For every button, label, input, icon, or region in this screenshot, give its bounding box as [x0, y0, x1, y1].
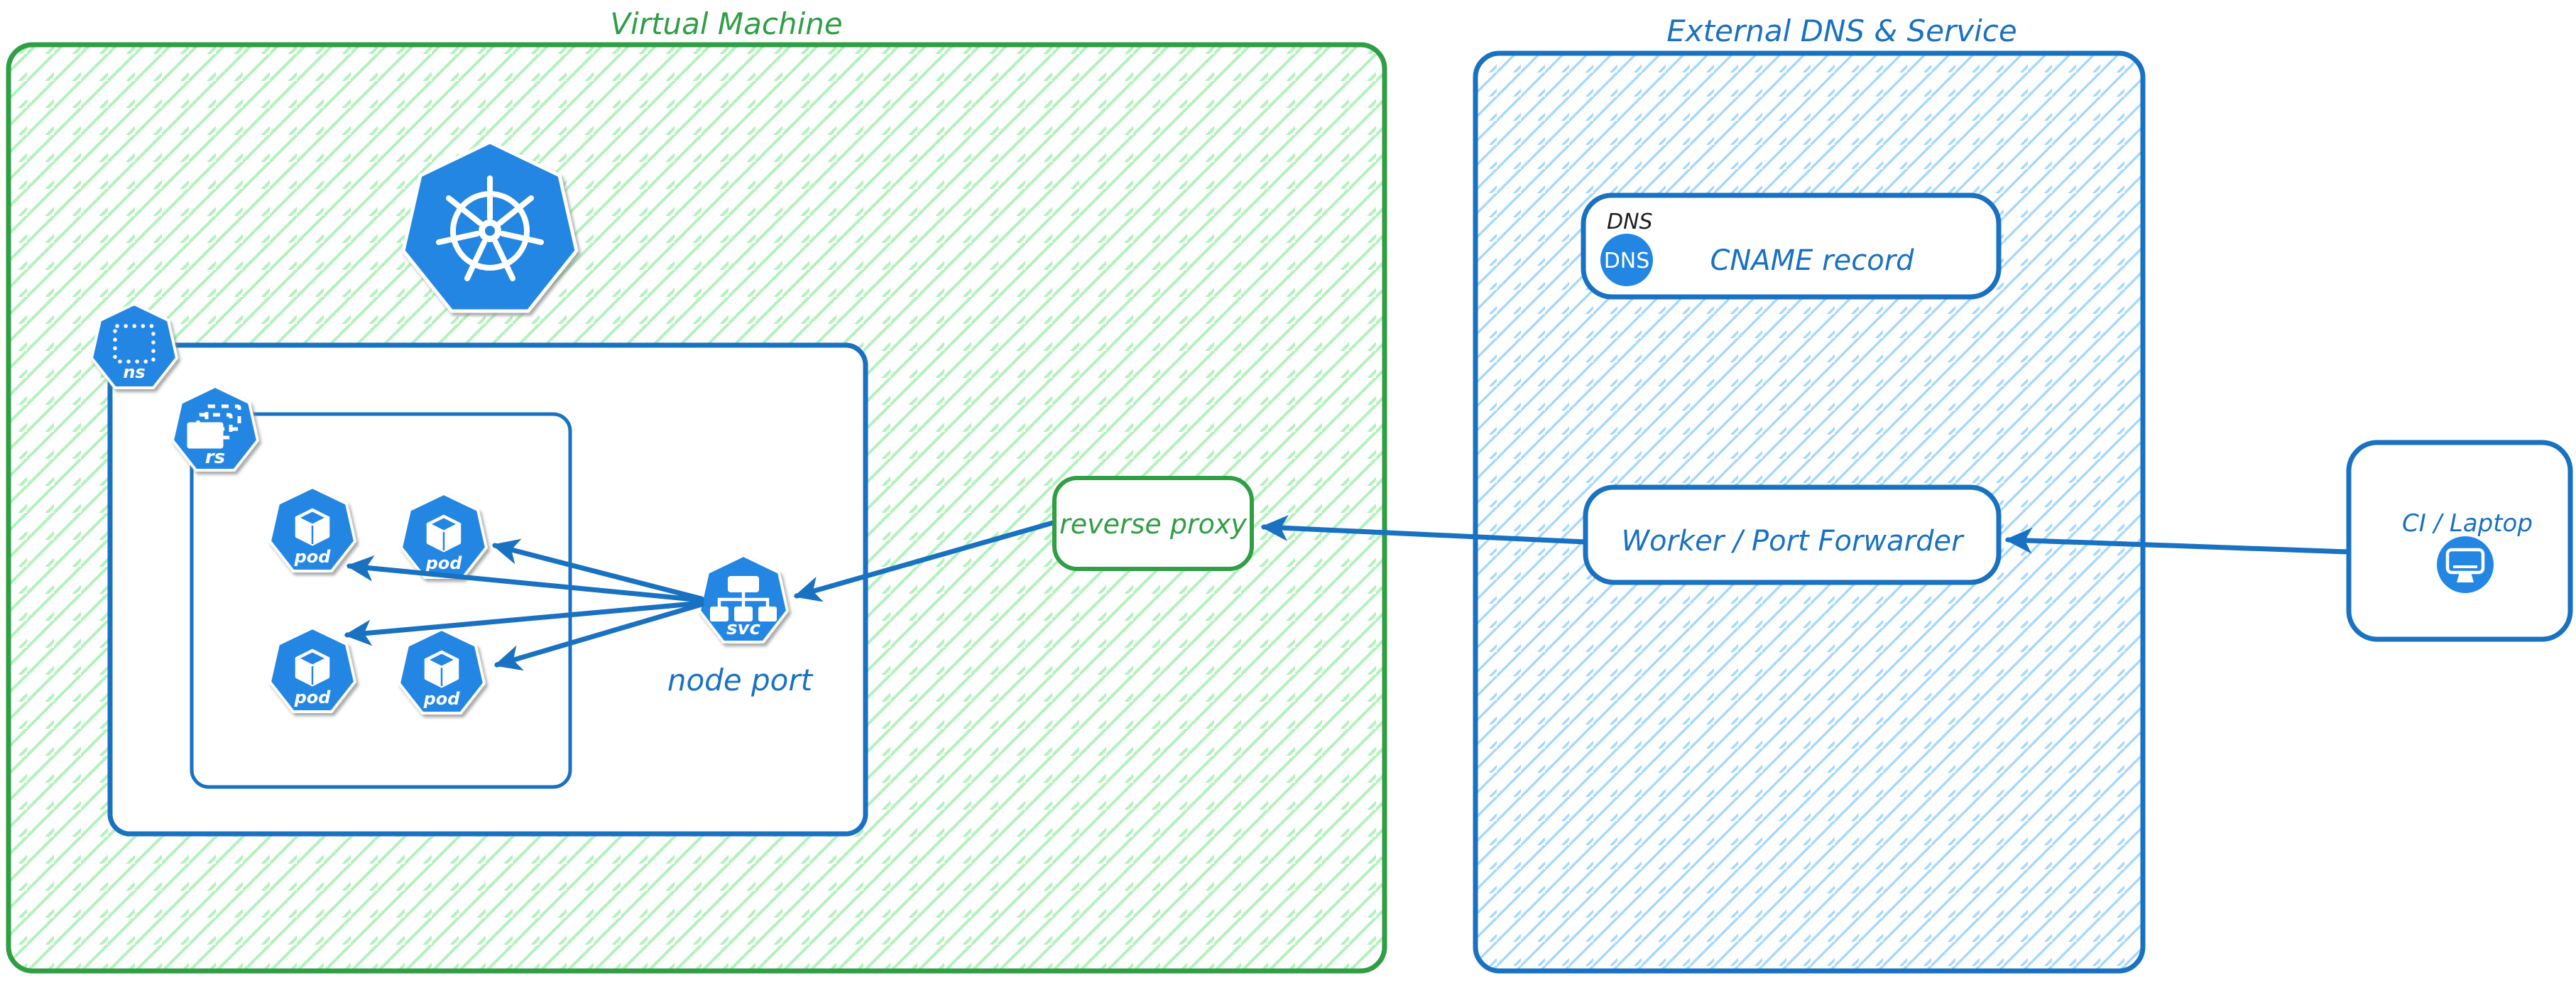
replicaset-label: rs — [205, 447, 225, 468]
external-frame-title: External DNS & Service — [1666, 13, 2016, 48]
arrow-ci-worker — [2004, 527, 2352, 555]
monitor-icon — [2437, 536, 2494, 593]
replicaset-box — [190, 412, 572, 789]
pod-3: pod — [268, 626, 356, 713]
worker-box — [1583, 484, 2002, 585]
kubernetes-logo-icon — [401, 140, 579, 313]
namespace-label: ns — [123, 362, 145, 382]
namespace-icon: ns — [90, 303, 178, 389]
pod-label: pod — [294, 688, 332, 707]
arrow-worker-reverseproxy — [1260, 515, 1588, 545]
service-label: svc — [726, 618, 760, 639]
arrow-reverseproxy-svc — [793, 520, 1056, 602]
reverse-proxy-label: reverse proxy — [1059, 509, 1247, 540]
service-to-pod-arrows — [344, 538, 704, 671]
arrow-svc-pod3 — [344, 600, 704, 646]
vm-frame-title: Virtual Machine — [610, 6, 842, 41]
cname-record-label: CNAME record — [1710, 244, 1914, 277]
arrow-svc-pod2 — [491, 538, 704, 602]
reverse-proxy-box — [1052, 476, 1254, 571]
service-tree-icon: svc — [698, 554, 789, 643]
node-port-caption: node port — [667, 663, 814, 697]
dns-box — [1581, 192, 2002, 300]
worker-label: Worker / Port Forwarder — [1621, 525, 1965, 558]
dns-circle-icon: DNS — [1600, 234, 1653, 286]
pod-label: pod — [294, 547, 332, 567]
ci-laptop-label: CI / Laptop — [2402, 509, 2533, 538]
pod-label: pod — [423, 689, 461, 709]
dns-tag: DNS — [1607, 210, 1653, 234]
dns-icon-text: DNS — [1604, 249, 1650, 273]
replicaset-icon: rs — [171, 385, 259, 472]
pod-1: pod — [268, 486, 356, 572]
pod-label: pod — [425, 553, 463, 573]
pod-2: pod — [400, 492, 488, 579]
pod-4: pod — [398, 628, 486, 715]
arrow-svc-pod4 — [493, 602, 704, 671]
arrow-svc-pod1 — [346, 555, 704, 603]
